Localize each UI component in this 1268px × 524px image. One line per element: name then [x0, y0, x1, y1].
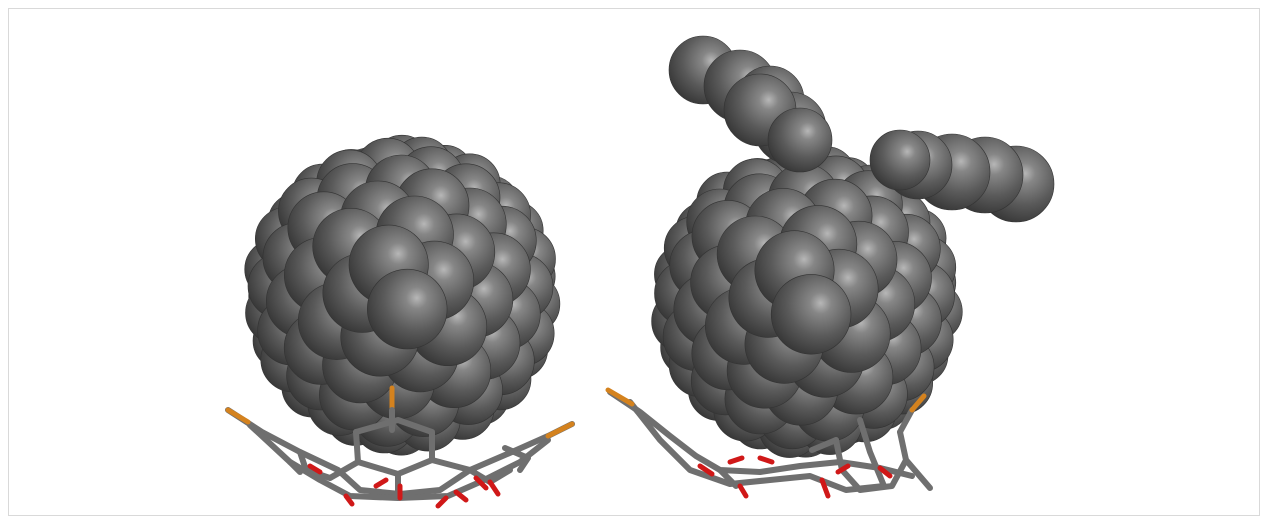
right-arm-top [668, 35, 833, 173]
carbon-atom-sphere [367, 268, 448, 350]
carbon-atom-sphere [770, 274, 852, 355]
right-stick-base [605, 387, 933, 499]
figure-frame [8, 8, 1260, 516]
chain-atom-sphere [869, 129, 931, 191]
left-fullerene [244, 134, 561, 456]
left-stick-base [225, 385, 575, 509]
chain-atom-sphere [767, 107, 833, 173]
right-arm-side [869, 129, 1055, 223]
